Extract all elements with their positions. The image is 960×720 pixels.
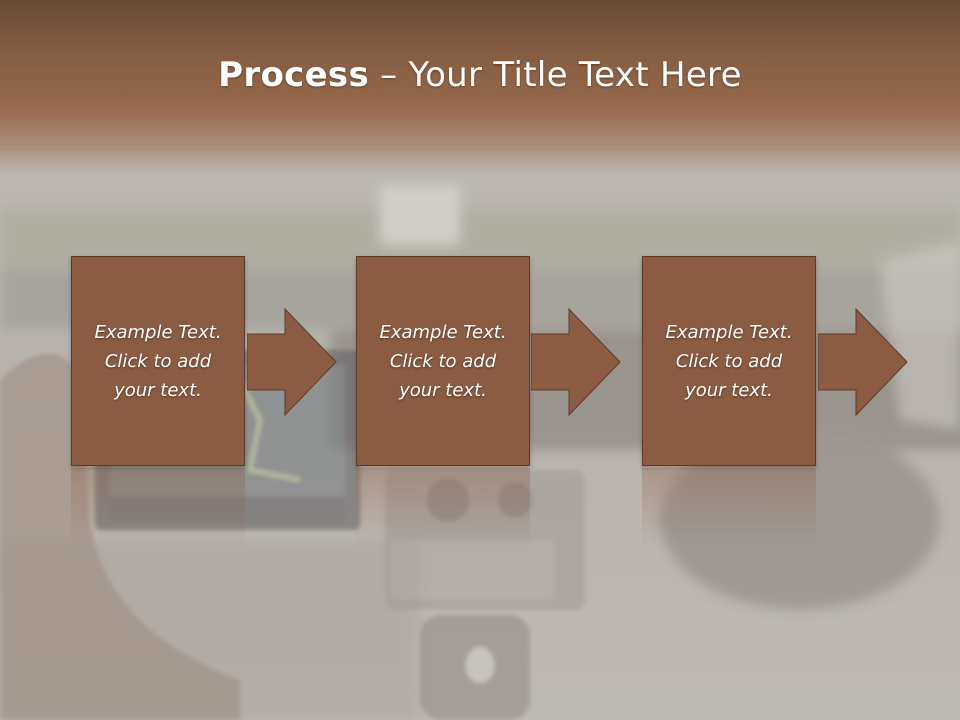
title-bold: Process xyxy=(218,55,370,95)
step-reflection xyxy=(356,468,530,548)
step-text[interactable]: Example Text. Click to add your text. xyxy=(94,321,222,401)
step-reflection xyxy=(71,468,245,548)
title-rest: – Your Title Text Here xyxy=(369,55,742,95)
step-box[interactable]: Example Text. Click to add your text. xyxy=(71,256,245,466)
right-arrow-icon xyxy=(247,308,337,416)
process-step-2[interactable]: Example Text. Click to add your text. xyxy=(356,256,530,466)
title-band xyxy=(0,0,960,175)
step-box[interactable]: Example Text. Click to add your text. xyxy=(356,256,530,466)
step-text[interactable]: Example Text. Click to add your text. xyxy=(379,321,507,401)
right-arrow-icon xyxy=(818,308,908,416)
slide-title[interactable]: Process – Your Title Text Here xyxy=(0,52,960,98)
right-arrow-icon xyxy=(531,308,621,416)
process-step-3[interactable]: Example Text. Click to add your text. xyxy=(642,256,816,466)
process-step-1[interactable]: Example Text. Click to add your text. xyxy=(71,256,245,466)
step-box[interactable]: Example Text. Click to add your text. xyxy=(642,256,816,466)
step-reflection xyxy=(642,468,816,548)
step-text[interactable]: Example Text. Click to add your text. xyxy=(665,321,793,401)
